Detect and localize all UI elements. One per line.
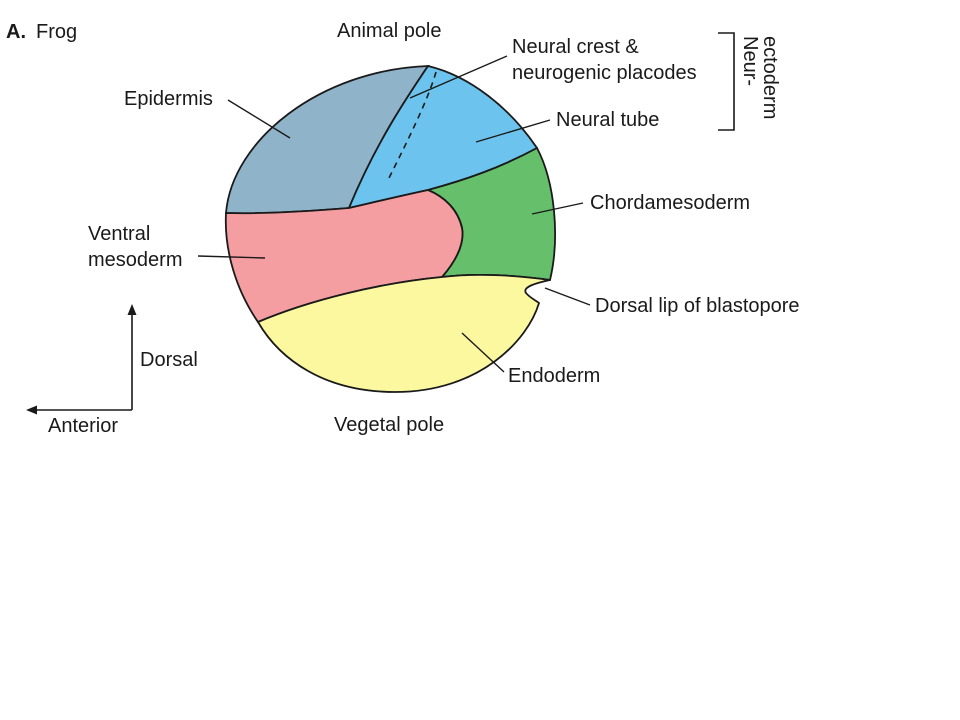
leader-ventral-mesoderm	[197, 255, 266, 259]
arrowhead-left-icon	[26, 405, 37, 415]
orientation-axes	[26, 304, 137, 415]
neural-crest-boundary	[387, 71, 437, 181]
region-endoderm	[256, 273, 551, 393]
arrowhead-up-icon	[127, 304, 137, 315]
embryo-fate-map	[224, 64, 556, 393]
leader-chordamesoderm	[531, 202, 584, 215]
label-chordamesoderm: Chordamesoderm	[590, 192, 750, 214]
leader-epidermis	[227, 99, 291, 139]
label-neuroectoderm-line1: Neur-	[739, 36, 761, 86]
label-dorsal-lip: Dorsal lip of blastopore	[595, 295, 800, 317]
label-dorsal-axis: Dorsal	[140, 349, 198, 371]
leader-endoderm	[461, 332, 505, 373]
panel-letter: A.	[6, 21, 26, 43]
label-anterior-axis: Anterior	[48, 415, 118, 437]
label-neural-crest-line2: neurogenic placodes	[512, 62, 697, 84]
leader-dorsal-lip	[544, 287, 591, 306]
panel-title: Frog	[36, 21, 77, 43]
label-ventral-mesoderm-line2: mesoderm	[88, 249, 182, 271]
label-ventral-mesoderm-line1: Ventral	[88, 223, 150, 245]
label-neuroectoderm-line2: ectoderm	[759, 36, 781, 119]
leader-neural-tube	[475, 119, 551, 143]
label-animal-pole: Animal pole	[337, 20, 442, 42]
label-neuroectoderm: Neur- ectoderm	[739, 36, 781, 119]
label-neural-tube: Neural tube	[556, 109, 659, 131]
neuroectoderm-bracket	[718, 32, 735, 131]
label-epidermis: Epidermis	[124, 88, 213, 110]
leader-neural-crest	[409, 55, 508, 99]
label-endoderm: Endoderm	[508, 365, 600, 387]
label-vegetal-pole: Vegetal pole	[334, 414, 444, 436]
label-neural-crest-line1: Neural crest &	[512, 36, 639, 58]
leader-lines	[197, 55, 591, 373]
